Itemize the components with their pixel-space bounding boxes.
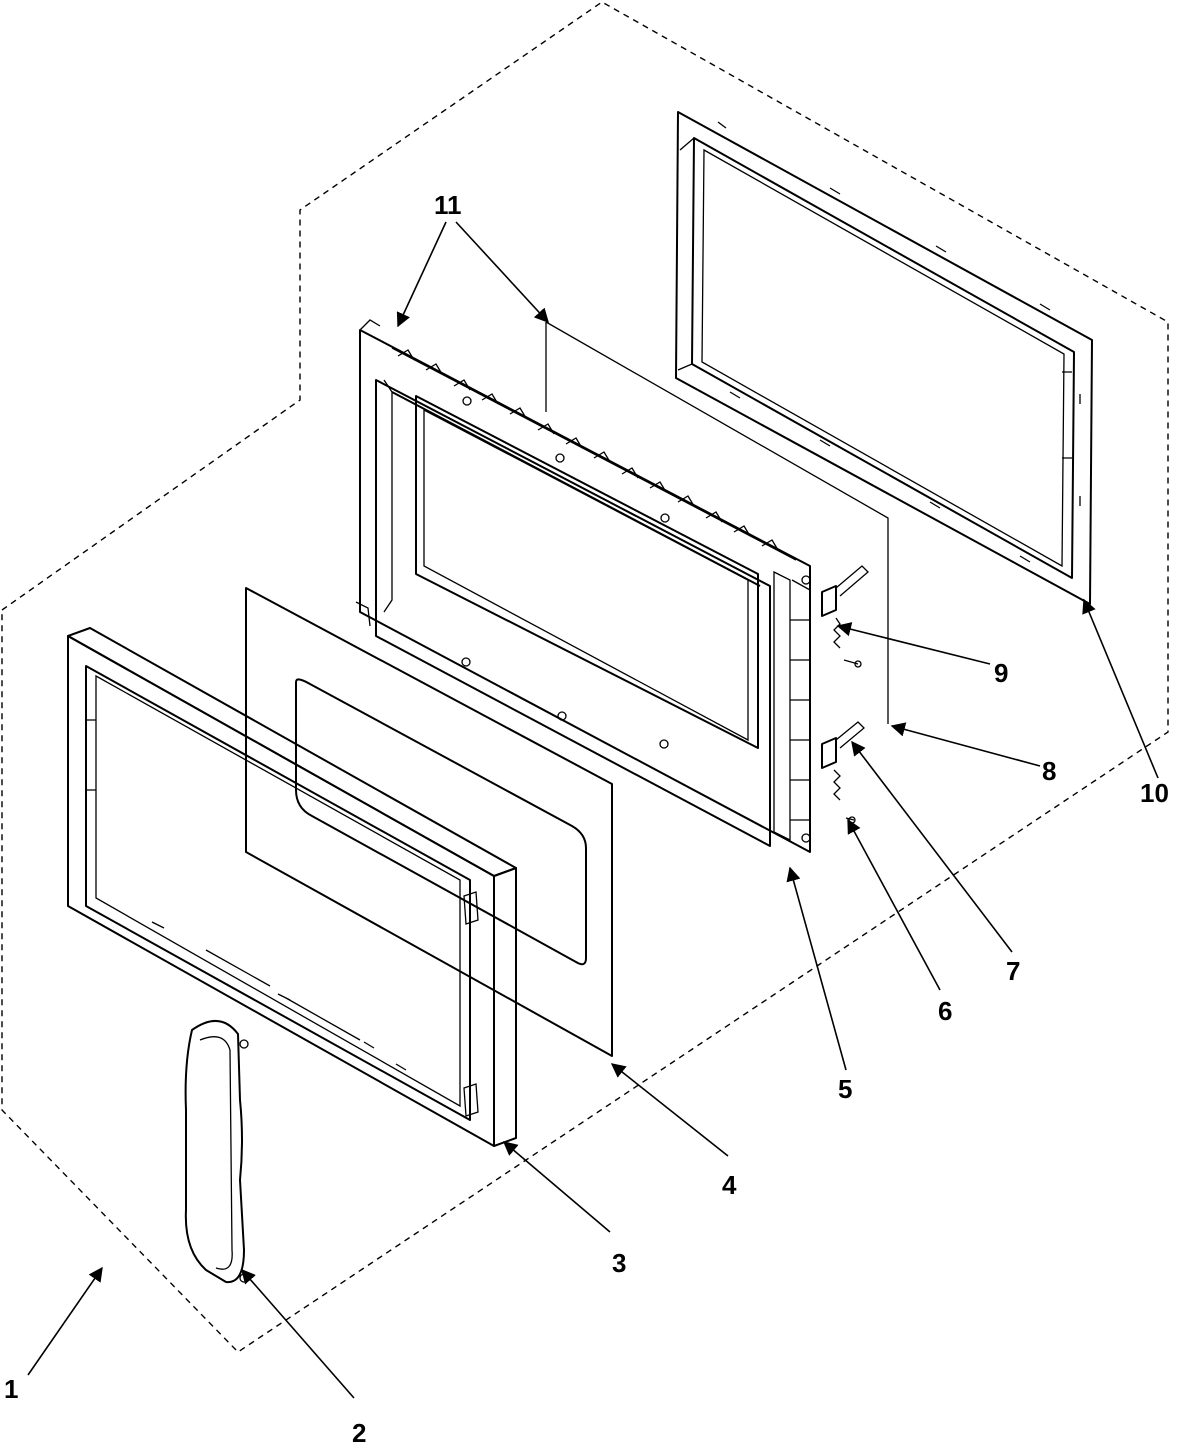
leader-5 — [786, 866, 847, 1071]
callout-4: 4 — [722, 1170, 737, 1200]
leader-6 — [847, 818, 941, 991]
leader-4 — [610, 1063, 729, 1157]
assembly-boundary — [1, 1, 1169, 1353]
leader-9 — [836, 622, 991, 665]
leader-box-11-8 — [545, 321, 889, 724]
callout-11: 11 — [434, 190, 462, 220]
leader-2 — [241, 1268, 355, 1399]
callout-10: 10 — [1140, 778, 1169, 808]
outer-door-frame-part — [67, 627, 517, 1147]
leader-3 — [502, 1141, 611, 1233]
door-handle-part — [184, 1020, 249, 1284]
latch-hardware-group — [821, 565, 869, 824]
leader-1 — [27, 1266, 103, 1376]
callout-5: 5 — [838, 1074, 852, 1104]
callout-8: 8 — [1042, 756, 1056, 786]
leader-10 — [1082, 598, 1159, 779]
leader-11b — [455, 221, 549, 324]
callout-9: 9 — [994, 658, 1008, 688]
leader-7 — [851, 740, 1013, 953]
callout-3: 3 — [612, 1248, 626, 1278]
callout-6: 6 — [938, 996, 952, 1026]
callout-7: 7 — [1006, 956, 1020, 986]
callout-2: 2 — [352, 1418, 366, 1448]
inner-door-panel-part — [355, 319, 811, 853]
leader-11a — [396, 221, 447, 328]
leader-8 — [890, 722, 1041, 767]
glass-panel-part — [245, 587, 669, 1057]
callout-1: 1 — [4, 1374, 18, 1404]
